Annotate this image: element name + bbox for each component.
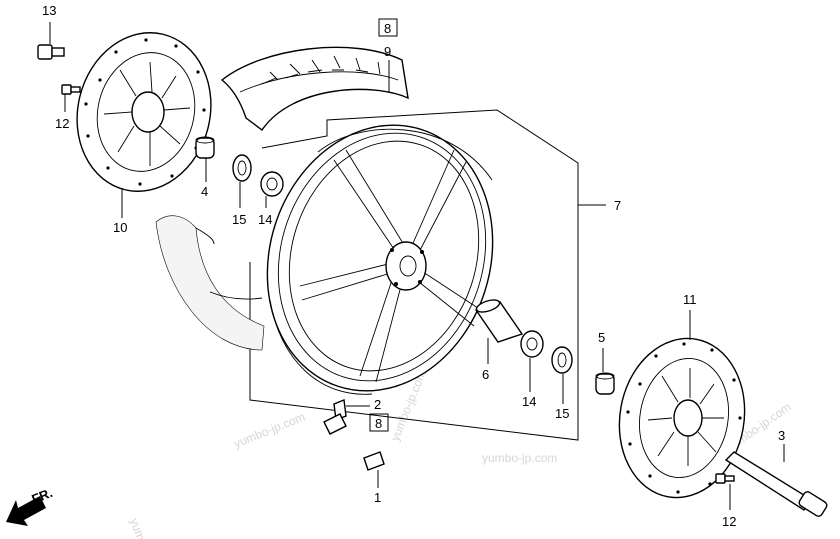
bearing-14-left <box>260 171 284 197</box>
arrow-icon <box>6 496 46 526</box>
bolt-13 <box>37 44 65 60</box>
label-5: 5 <box>598 330 605 345</box>
watermark-3: yumbo-jp.com <box>482 451 557 465</box>
valve-cap-1 <box>363 451 385 471</box>
wheel-rim <box>266 124 494 395</box>
label-10: 10 <box>113 220 127 235</box>
label-2: 2 <box>374 397 381 412</box>
label-14-right: 14 <box>522 394 536 409</box>
bearing-14-right <box>520 330 544 358</box>
brake-disc-right <box>618 337 746 499</box>
direction-label: FR. <box>30 485 55 507</box>
label-box-8-top: 8 <box>384 21 391 36</box>
bearing-15-left <box>232 154 252 182</box>
label-12-left: 12 <box>55 116 69 131</box>
tire-lower-half <box>155 215 265 351</box>
valve-2 <box>323 399 347 435</box>
brake-disc-left <box>76 32 212 192</box>
label-12-right: 12 <box>722 514 736 529</box>
bolt-12-right <box>715 473 735 484</box>
label-9: 9 <box>384 44 391 59</box>
label-box-8-bottom: 8 <box>375 416 382 431</box>
watermark-1: yumbo-jp.com <box>232 410 307 451</box>
label-15-right: 15 <box>555 406 569 421</box>
label-3: 3 <box>778 428 785 443</box>
tire-upper-half <box>220 46 409 131</box>
label-14-left: 14 <box>258 212 272 227</box>
label-1: 1 <box>374 490 381 505</box>
distance-collar-6 <box>474 299 524 343</box>
label-13: 13 <box>42 3 56 18</box>
front-direction-indicator: FR. <box>6 485 55 526</box>
watermark-5: yum <box>127 516 148 539</box>
bolt-12-left <box>61 84 81 95</box>
assembly-bracket <box>249 109 579 441</box>
reference-box-8-bottom <box>369 413 389 432</box>
collar-5 <box>595 372 615 395</box>
label-11: 11 <box>683 292 697 307</box>
label-7: 7 <box>614 198 621 213</box>
bearing-15-right <box>551 346 573 374</box>
reference-box-8-top <box>378 18 398 37</box>
label-15-left: 15 <box>232 212 246 227</box>
collar-4 <box>195 136 215 159</box>
axle-3 <box>724 451 828 517</box>
label-4: 4 <box>201 184 208 199</box>
label-6: 6 <box>482 367 489 382</box>
leader-lines <box>49 22 785 510</box>
